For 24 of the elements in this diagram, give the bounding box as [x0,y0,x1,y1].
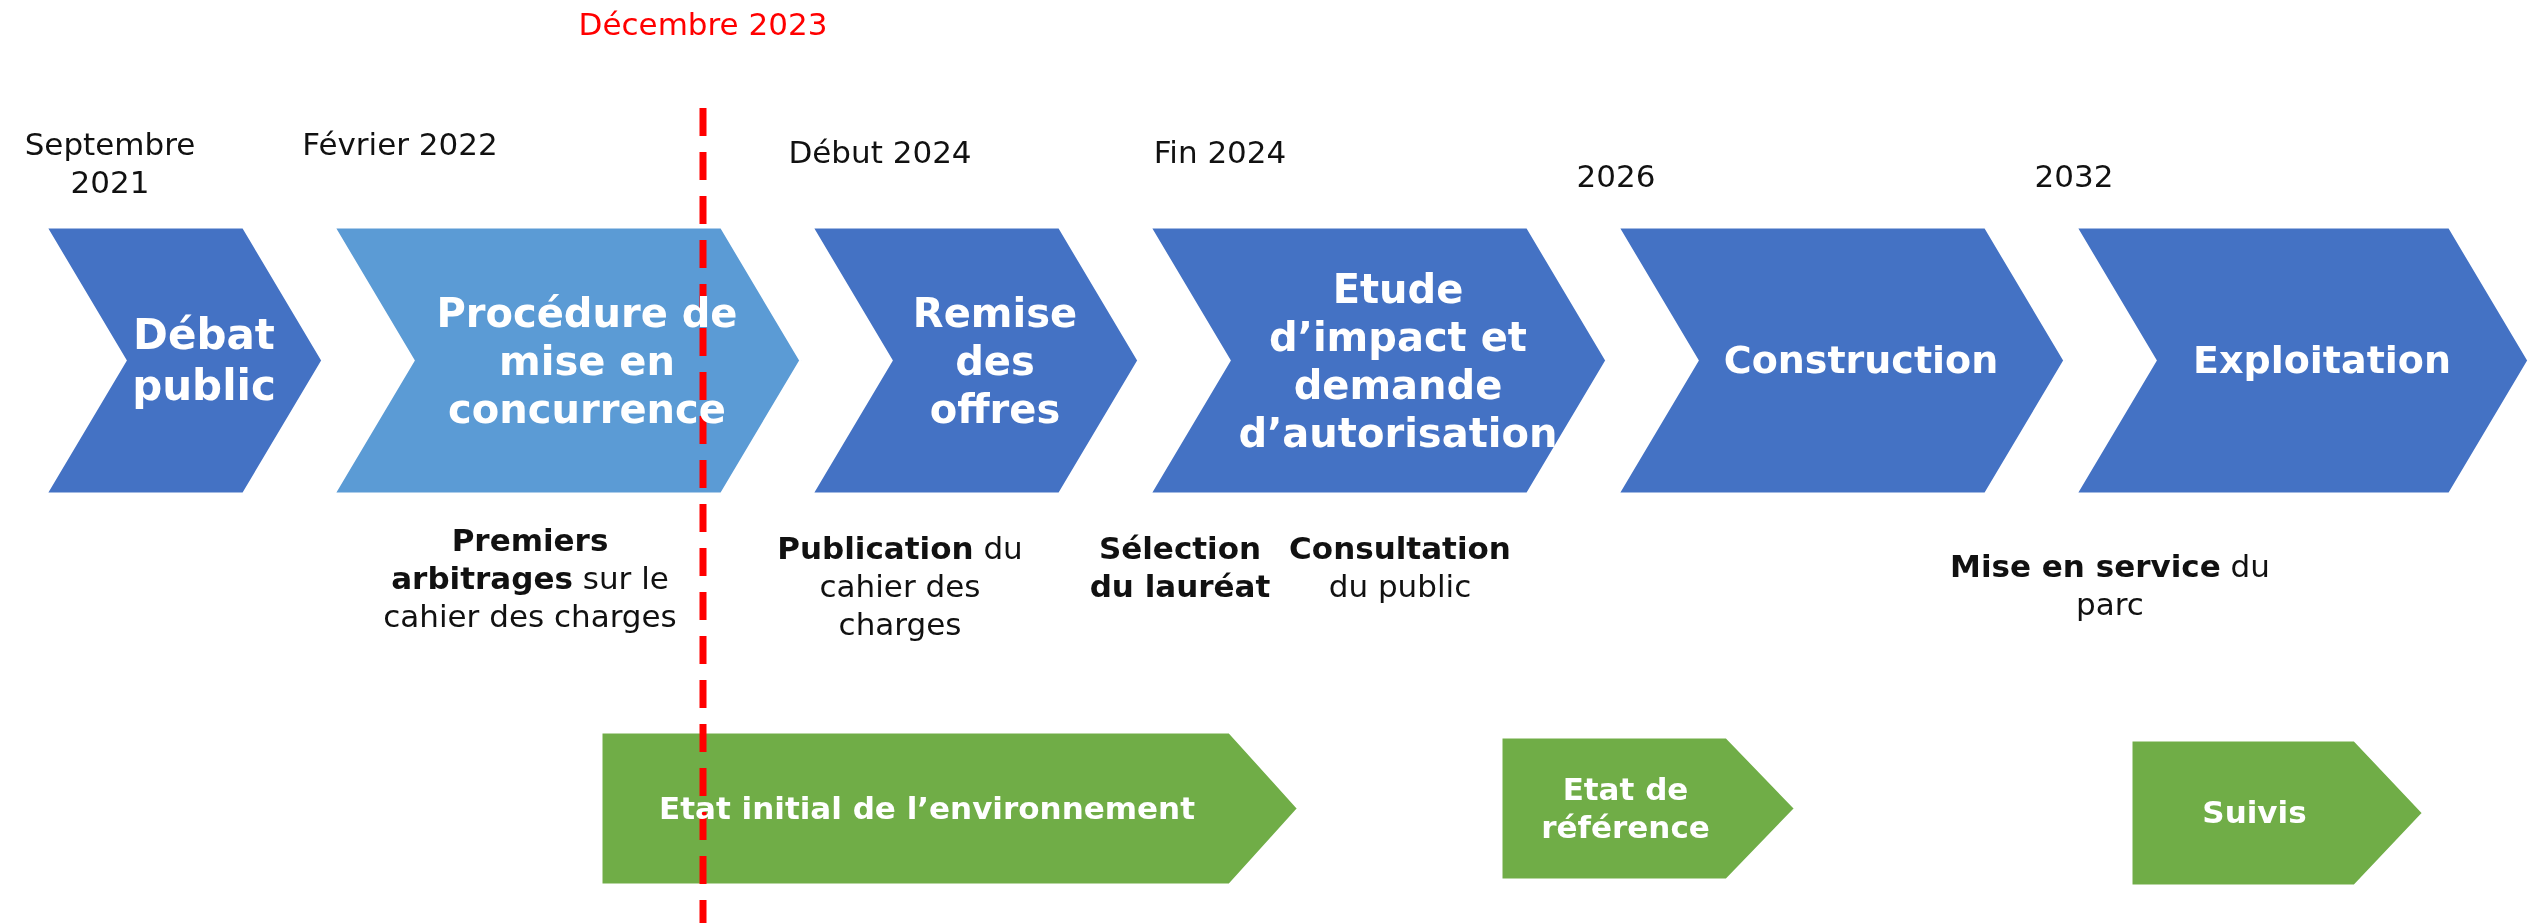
study-label: Suivis [2202,794,2307,832]
study-banner [600,731,1300,886]
phase-title: Procédure de mise en concurrence [435,288,739,433]
phase-title: Débat public [131,310,277,411]
date-label: Février 2022 [301,126,499,164]
phase-title: Remise des offres [911,288,1079,433]
phase-title: Exploitation [2193,337,2451,384]
phase-title: Construction [1723,337,1999,384]
date-label: 2032 [2033,158,2115,196]
date-label: Septembre 2021 [23,126,197,202]
date-label: Fin 2024 [1152,134,1288,172]
milestone-note: Consultation du public [1288,530,1512,606]
milestone-note: Sélection du lauréat [1088,530,1272,606]
date-label: Décembre 2023 [577,6,829,44]
study-banner [1500,736,1797,881]
study-label: Etat de référence [1540,771,1711,846]
milestone-note: Premiers arbitrages sur le cahier des charges [382,522,678,636]
phase-title: Etude d’impact et demande d’autorisation [1237,264,1559,457]
date-label: Début 2024 [787,134,973,172]
date-label: 2026 [1575,158,1657,196]
milestone-note: Publication du cahier des charges [776,530,1024,644]
study-label: Etat initial de l’environnement [659,789,1195,828]
study-banner [2130,739,2425,887]
milestone-note: Mise en service du parc [1949,548,2271,624]
